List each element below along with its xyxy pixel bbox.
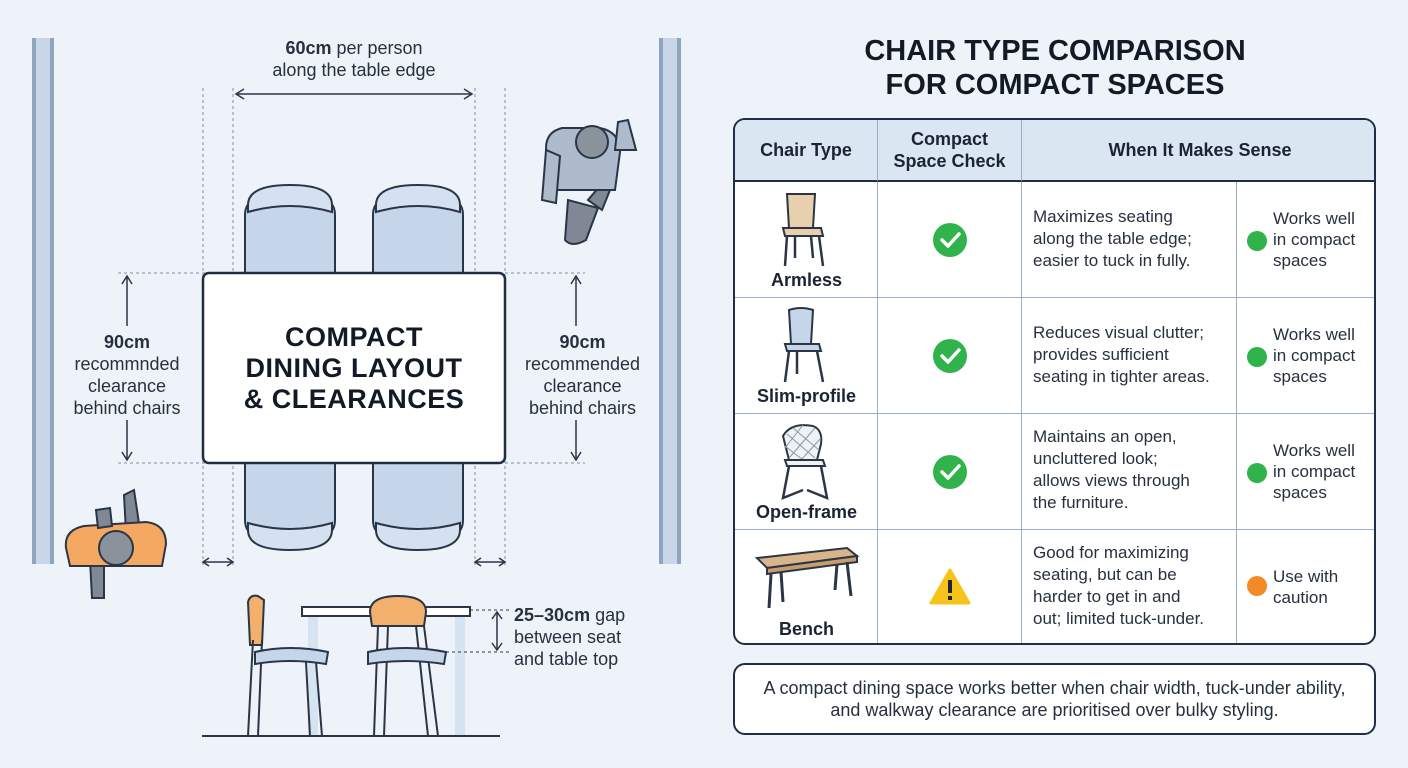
- sense-text: Maintains an open, uncluttered look; all…: [1033, 427, 1190, 512]
- table-row: Open-frame Maintains an open, uncluttere…: [735, 414, 1374, 530]
- per-person-label: 60cm per person along the table edge: [272, 38, 436, 80]
- chair-name: Open-frame: [755, 502, 858, 522]
- table-row: Armless Maximizes seating along the tabl…: [735, 182, 1374, 298]
- header-when-sense: When It Makes Sense: [1022, 120, 1374, 182]
- status-dot-orange: [1247, 576, 1267, 596]
- table-row: Bench Good for maximizing seating, but c…: [735, 530, 1374, 643]
- warning-icon: [929, 568, 971, 605]
- sense-text: Good for maximizing seating, but can be …: [1033, 543, 1205, 628]
- seated-person-icon: [64, 488, 168, 599]
- sense-text: Reduces visual clutter; provides suffici…: [1033, 323, 1210, 386]
- verdict-text: Works well in compact spaces: [1273, 325, 1356, 386]
- header-chair-type: Chair Type: [735, 120, 878, 182]
- top-chairs: [244, 183, 464, 276]
- bottom-chairs: [244, 461, 464, 552]
- check-icon: [933, 339, 967, 373]
- dining-table: [201, 271, 507, 465]
- left-clearance-label: 90cm recommnded clearance behind chairs: [73, 332, 181, 418]
- seat-gap-label: 25–30cm gap between seat and table top: [514, 605, 626, 669]
- sense-text: Maximizes seating along the table edge; …: [1033, 207, 1192, 270]
- side-view: [202, 594, 510, 737]
- status-dot-green: [1247, 231, 1267, 251]
- chair-name: Bench: [778, 619, 834, 639]
- layout-title: COMPACT DINING LAYOUT & CLEARANCES: [243, 322, 465, 414]
- right-clearance-label: 90cm recommended clearance behind chairs: [524, 332, 641, 418]
- wire-chair-icon: [781, 424, 829, 501]
- verdict-text: Use with caution: [1273, 567, 1339, 607]
- check-icon: [933, 223, 967, 257]
- chair-name: Armless: [770, 270, 843, 290]
- chair-name: Slim-profile: [756, 386, 856, 406]
- slim-chair-icon: [783, 307, 825, 383]
- right-wall: [659, 38, 681, 564]
- walking-person-icon: [540, 118, 638, 245]
- summary-note: A compact dining space works better when…: [733, 663, 1376, 735]
- comparison-title: CHAIR TYPE COMPARISON FOR COMPACT SPACES: [864, 35, 1246, 101]
- bench-icon: [754, 546, 860, 609]
- table-row: Slim-profile Reduces visual clutter; pro…: [735, 298, 1374, 414]
- verdict-text: Works well in compact spaces: [1273, 441, 1356, 502]
- verdict-text: Works well in compact spaces: [1273, 209, 1356, 270]
- layout-diagram: [64, 88, 638, 737]
- armless-chair-icon: [781, 193, 825, 267]
- left-wall: [32, 38, 54, 564]
- status-dot-green: [1247, 463, 1267, 483]
- check-icon: [933, 455, 967, 489]
- status-dot-green: [1247, 347, 1267, 367]
